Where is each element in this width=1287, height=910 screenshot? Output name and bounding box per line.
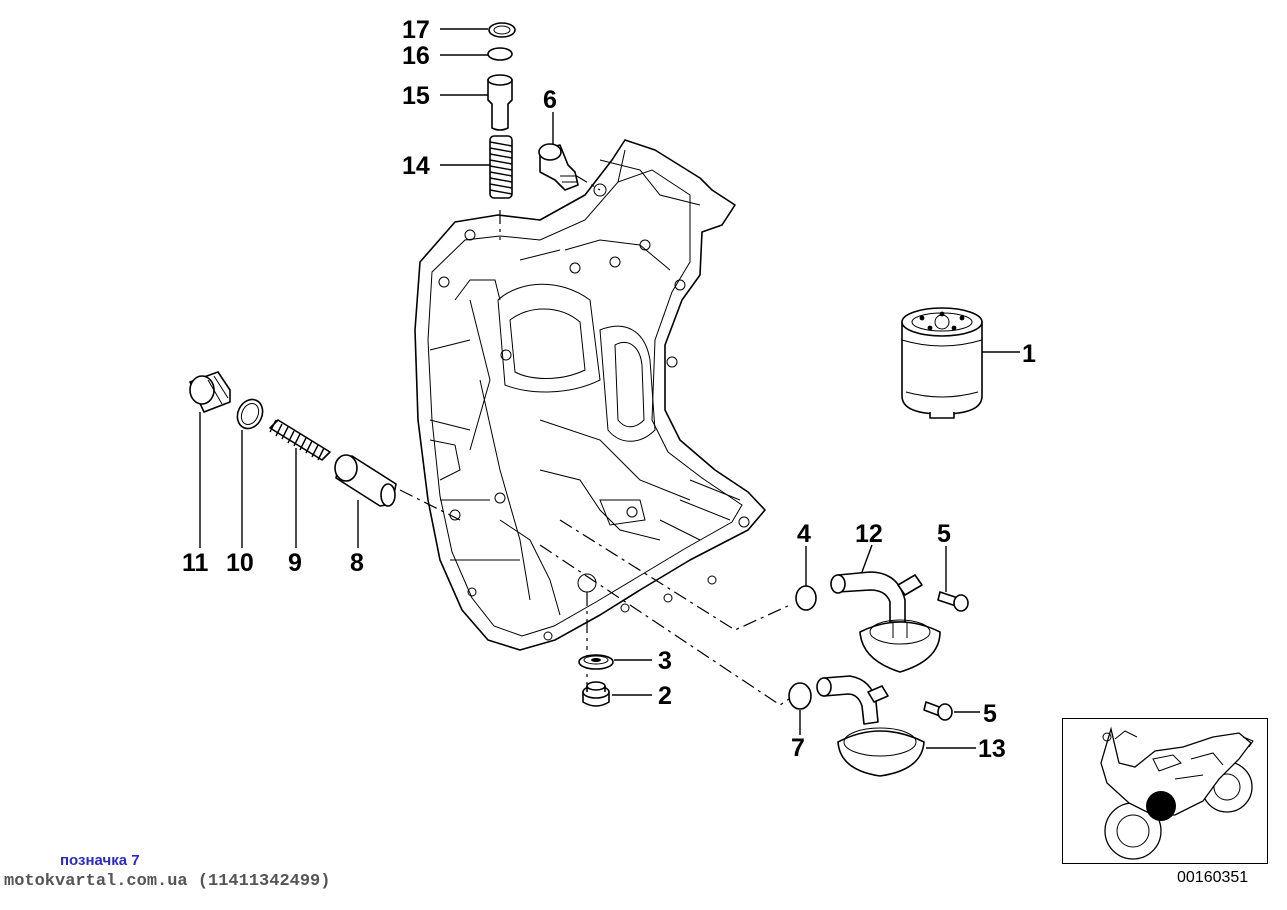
callout-15: 15 xyxy=(402,82,430,110)
callout-11: 11 xyxy=(182,549,209,577)
callout-9: 9 xyxy=(288,549,302,577)
seal-ring-part-10 xyxy=(236,398,264,430)
spring-part-9 xyxy=(269,419,331,461)
elbow-fitting-part-6 xyxy=(538,143,579,191)
circlip-part-17 xyxy=(488,22,516,38)
spring-part-14 xyxy=(489,135,513,199)
location-marker-icon xyxy=(1146,791,1176,821)
seal-ring-part-3 xyxy=(578,654,614,670)
callout-8: 8 xyxy=(350,549,364,577)
marker-link[interactable]: позначка 7 xyxy=(60,852,140,869)
callout-5-upper: 5 xyxy=(937,520,951,548)
screw-part-5-upper xyxy=(937,591,969,612)
plug-part-11 xyxy=(189,371,231,413)
seal-ring-part-7 xyxy=(788,682,812,710)
drain-plug-part-2 xyxy=(582,681,610,707)
callout-5-lower: 5 xyxy=(983,700,997,728)
leader-lines xyxy=(199,28,1020,749)
motorcycle-thumbnail xyxy=(1062,718,1268,864)
crankcase-housing xyxy=(414,139,766,651)
screw-part-5-lower xyxy=(923,701,953,721)
diagram-id: 00160351 xyxy=(1177,869,1249,886)
callout-numbers: 17 16 15 14 6 1 4 12 5 3 2 5 7 13 11 10 … xyxy=(182,16,1036,763)
callout-14: 14 xyxy=(402,152,430,180)
callout-7: 7 xyxy=(791,734,805,762)
callout-17: 17 xyxy=(402,16,430,44)
motorcycle-icon xyxy=(1100,726,1254,860)
piston-part-8 xyxy=(334,454,397,507)
piston-part-15 xyxy=(487,74,513,131)
callout-13: 13 xyxy=(978,735,1006,763)
callout-10: 10 xyxy=(226,549,254,577)
callout-3: 3 xyxy=(658,647,672,675)
oil-filter-part-1 xyxy=(901,307,983,419)
watermark: motokvartal.com.ua (11411342499) xyxy=(4,872,331,891)
seal-ring-part-4 xyxy=(795,585,817,611)
callout-6: 6 xyxy=(543,86,557,114)
callout-12: 12 xyxy=(855,520,883,548)
oil-pickup-part-13 xyxy=(816,675,925,777)
callout-1: 1 xyxy=(1022,340,1036,368)
callout-2: 2 xyxy=(658,682,672,710)
washer-part-16 xyxy=(487,47,513,61)
callout-16: 16 xyxy=(402,42,430,70)
oil-pickup-part-12 xyxy=(830,571,941,673)
callout-4: 4 xyxy=(797,520,811,548)
